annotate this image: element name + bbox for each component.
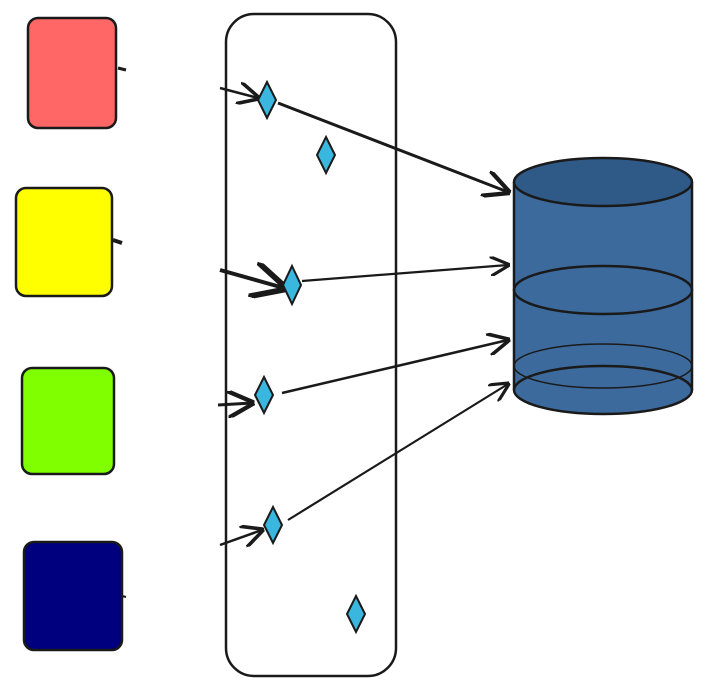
database-ring-upper [512, 264, 694, 316]
inbound-arrows [217, 88, 284, 545]
outbound-arrows [277, 101, 508, 521]
source-box-navy[interactable] [22, 540, 124, 652]
source-tick-navy [121, 595, 127, 598]
database-body [514, 182, 692, 390]
source-tick-red [117, 66, 127, 72]
diamond-icon[interactable] [281, 263, 303, 307]
database-ring-lower [513, 343, 693, 389]
arrow-icon [217, 403, 252, 405]
diamond-icon[interactable] [345, 593, 367, 635]
source-box-red[interactable] [26, 16, 118, 130]
queue-container[interactable] [224, 12, 398, 678]
arrow-icon [219, 270, 284, 288]
diamond-icon[interactable] [315, 134, 337, 176]
arrow-icon [219, 530, 262, 545]
queue-items [253, 79, 367, 635]
source-boxes [14, 16, 127, 652]
diamond-icon[interactable] [262, 504, 284, 546]
database-icon[interactable] [512, 156, 694, 416]
source-tick-yellow [112, 238, 123, 245]
source-box-yellow[interactable] [14, 186, 114, 298]
arrow-icon [277, 101, 508, 192]
arrow-icon [301, 265, 508, 283]
diamond-icon[interactable] [253, 374, 275, 416]
arrow-icon [281, 340, 508, 395]
arrow-icon [287, 384, 508, 521]
arrow-icon [219, 88, 258, 98]
diamond-icon[interactable] [256, 79, 278, 121]
source-box-green[interactable] [20, 366, 116, 476]
database-top [512, 156, 694, 208]
database-bottom [512, 364, 694, 416]
